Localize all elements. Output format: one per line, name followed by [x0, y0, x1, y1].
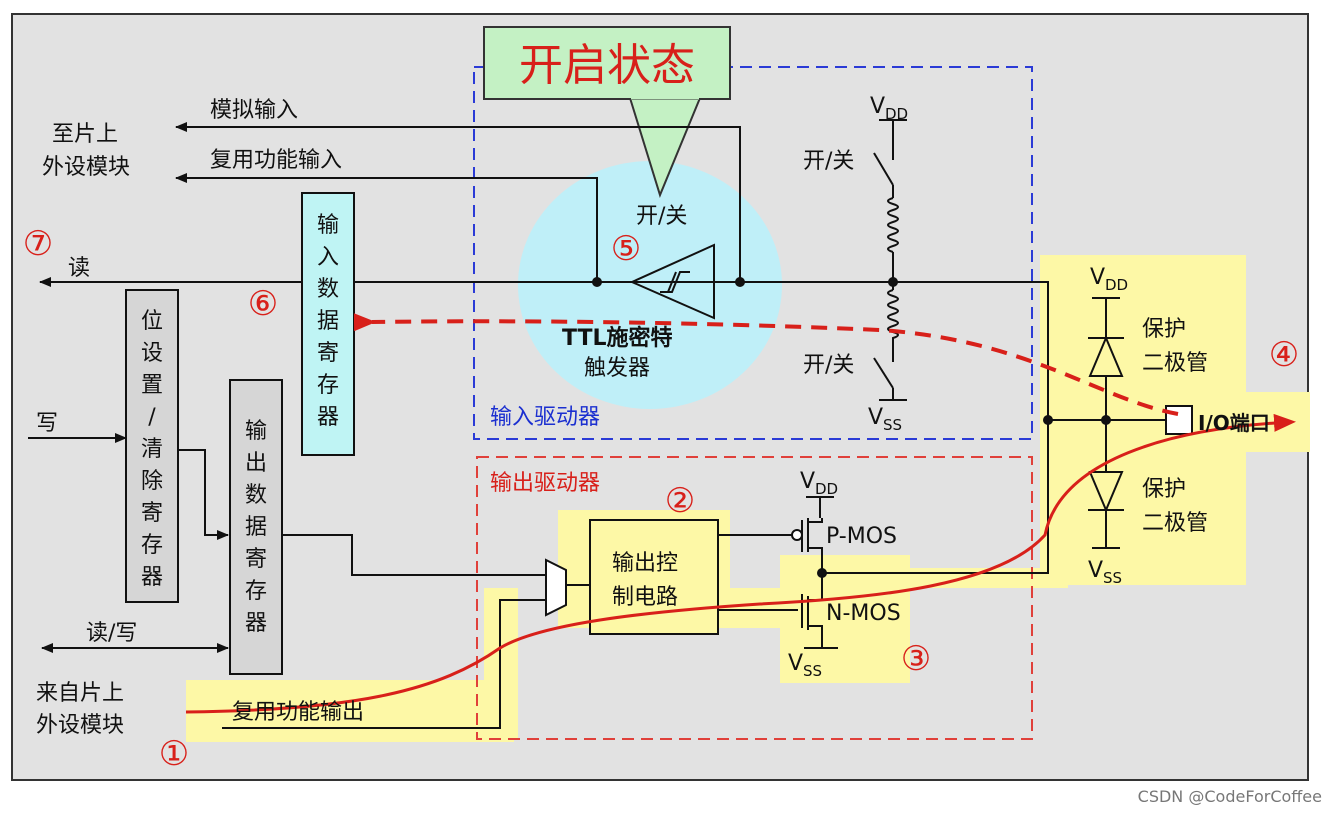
svg-text:设: 设	[141, 341, 163, 366]
output-control-circuit	[589, 519, 719, 635]
svg-text:寄: 寄	[141, 501, 163, 526]
pmos-gate-bubble	[791, 529, 803, 541]
bit-set-reset-register	[125, 289, 179, 603]
pull-switches	[873, 152, 894, 389]
input-driver-box	[473, 66, 1033, 440]
pulldown-switch-label: 开/关	[803, 353, 854, 378]
marker-2: ②	[665, 481, 695, 521]
schmitt-trigger-symbol	[629, 243, 715, 320]
svg-text:寄: 寄	[245, 547, 267, 572]
from-onchip-label-2: 外设模块	[36, 713, 124, 738]
bit-set-reset-register-text: 位 设 置 / 清 除 寄 存 器	[141, 309, 163, 590]
input-data-register-text: 输 入 数 据 寄 存 器	[317, 213, 339, 430]
marker-4: ④	[1269, 335, 1299, 375]
svg-text:V: V	[1090, 265, 1105, 290]
open-state-label: 开启状态	[519, 40, 695, 91]
svg-text:V: V	[1088, 558, 1103, 583]
protect-diode-top-label-1: 保护	[1142, 317, 1186, 342]
svg-text:据: 据	[245, 515, 267, 540]
vss-pulldown-label: V SS	[868, 405, 902, 434]
vdd-diode-label: V DD	[1090, 265, 1128, 294]
svg-text:存: 存	[141, 533, 163, 558]
svg-text:DD: DD	[1105, 276, 1128, 294]
svg-text:位: 位	[141, 309, 163, 334]
protection-diodes	[1088, 335, 1124, 513]
svg-text:器: 器	[317, 405, 339, 430]
svg-text:数: 数	[245, 483, 267, 508]
alt-func-input-label: 复用功能输入	[210, 148, 342, 173]
junction-dots	[592, 277, 1111, 578]
svg-text:/: /	[148, 405, 156, 430]
svg-text:DD: DD	[815, 480, 838, 498]
output-data-register	[229, 379, 283, 675]
svg-text:输: 输	[245, 419, 267, 444]
to-onchip-label-1: 至片上	[52, 122, 118, 147]
svg-text:数: 数	[317, 277, 339, 302]
to-onchip-label-2: 外设模块	[42, 155, 130, 180]
svg-text:V: V	[870, 94, 885, 119]
read-write-label: 读/写	[86, 621, 137, 646]
pmos-label: P-MOS	[826, 524, 897, 549]
output-driver-box	[476, 456, 1033, 740]
output-driver-label: 输出驱动器	[490, 471, 600, 496]
marker-6: ⑥	[248, 284, 278, 324]
protect-diode-bottom-label-2: 二极管	[1142, 511, 1208, 536]
schmitt-bubble	[518, 161, 782, 409]
svg-text:据: 据	[317, 309, 339, 334]
svg-text:SS: SS	[883, 416, 902, 434]
output-data-register-text: 输 出 数 据 寄 存 器	[245, 419, 267, 636]
vdd-pullup-label: V DD	[870, 94, 908, 123]
nmos-label: N-MOS	[826, 601, 901, 626]
schmitt-switch-label: 开/关	[636, 204, 687, 229]
svg-text:SS: SS	[803, 662, 822, 680]
alt-func-output-label: 复用功能输出	[232, 700, 364, 725]
ttl-schmitt-label-1: TTL施密特	[562, 325, 673, 351]
write-label: 写	[36, 411, 58, 436]
protect-diode-bottom-label-1: 保护	[1142, 477, 1186, 502]
svg-text:存: 存	[317, 373, 339, 398]
svg-text:V: V	[868, 405, 883, 430]
svg-text:入: 入	[317, 245, 339, 270]
svg-text:SS: SS	[1103, 569, 1122, 587]
read-label: 读	[68, 256, 90, 281]
svg-text:置: 置	[141, 373, 163, 398]
svg-text:寄: 寄	[317, 341, 339, 366]
io-port-label: I/O端口	[1198, 411, 1270, 435]
input-signal-path	[353, 313, 1179, 416]
svg-text:器: 器	[141, 565, 163, 590]
svg-text:V: V	[788, 651, 803, 676]
svg-text:清: 清	[141, 437, 163, 462]
vss-nmos-label: V SS	[788, 651, 822, 680]
output-signal-path	[185, 413, 1296, 714]
svg-text:V: V	[800, 469, 815, 494]
vss-diode-label: V SS	[1088, 558, 1122, 587]
svg-text:除: 除	[141, 469, 163, 494]
analog-input-label: 模拟输入	[210, 98, 298, 123]
marker-5: ⑤	[611, 229, 641, 269]
multiplexer	[545, 558, 567, 617]
vdd-pmos-label: V DD	[800, 469, 838, 498]
svg-text:输: 输	[317, 213, 339, 238]
ttl-schmitt-label-2: 触发器	[584, 356, 650, 381]
csdn-watermark: CSDN @CodeForCoffee	[1137, 787, 1322, 806]
marker-3: ③	[901, 639, 931, 679]
svg-text:DD: DD	[885, 105, 908, 123]
svg-text:器: 器	[245, 611, 267, 636]
svg-text:出: 出	[245, 451, 267, 476]
pullup-switch-label: 开/关	[803, 149, 854, 174]
protect-diode-top-label-2: 二极管	[1142, 351, 1208, 376]
svg-text:存: 存	[245, 579, 267, 604]
from-onchip-label-1: 来自片上	[36, 681, 124, 706]
marker-7: ⑦	[23, 224, 53, 264]
output-control-label-2: 制电路	[612, 585, 678, 610]
open-state-callout	[483, 26, 731, 198]
marker-1: ①	[159, 734, 189, 774]
io-pad	[1165, 405, 1193, 435]
output-control-label-1: 输出控	[612, 551, 678, 576]
input-driver-label: 输入驱动器	[490, 405, 600, 430]
